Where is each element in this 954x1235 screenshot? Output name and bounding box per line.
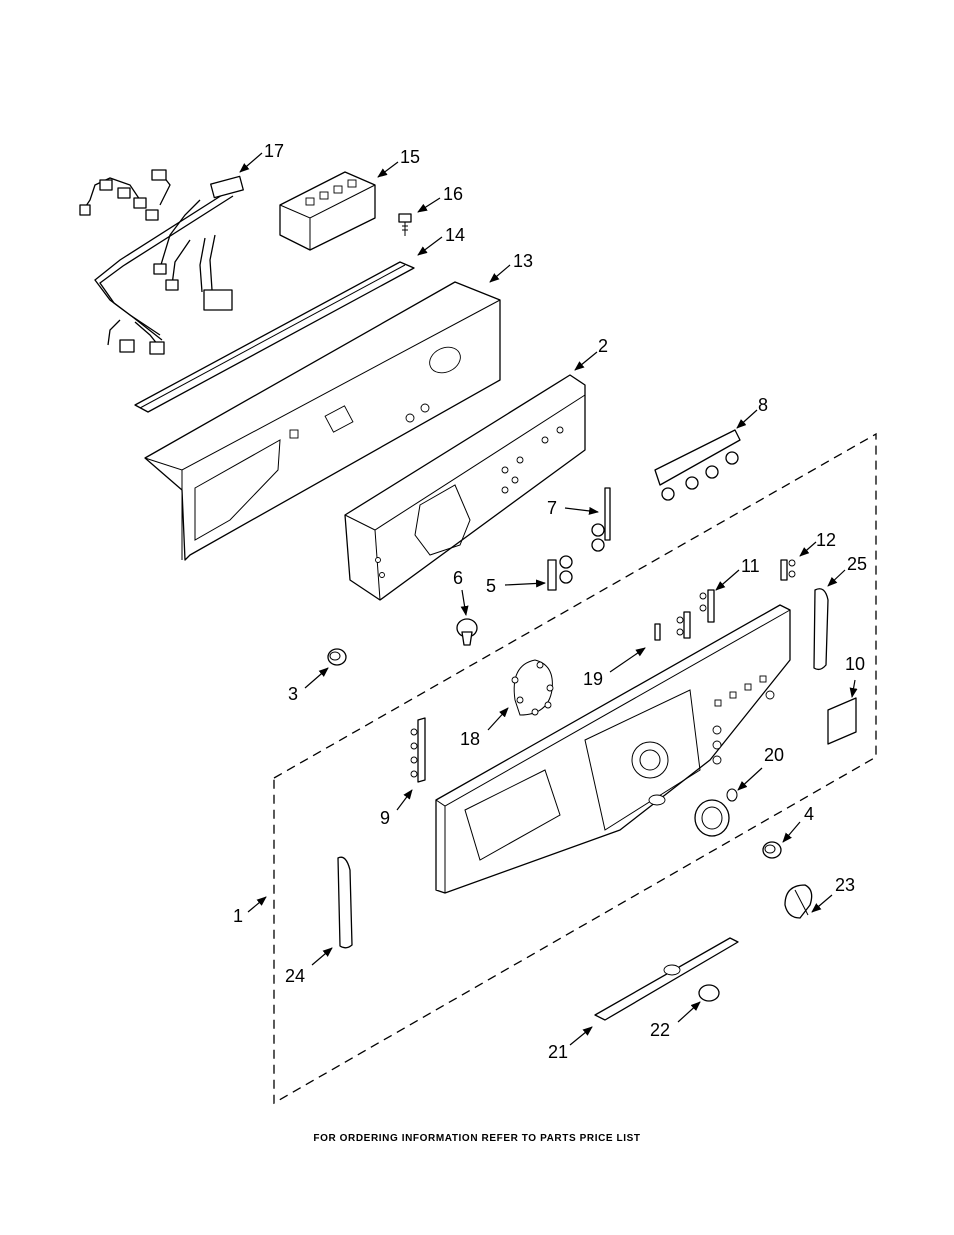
callout-23: 23 <box>835 875 855 895</box>
callout-2: 2 <box>598 336 608 356</box>
callout-6: 6 <box>453 568 463 588</box>
button-part-4 <box>762 841 782 859</box>
light-pipe-part <box>591 487 611 552</box>
callout-labels: 17 15 16 14 13 2 8 7 5 6 12 11 25 10 19 … <box>233 141 867 1062</box>
callout-9: 9 <box>380 808 390 828</box>
callout-17: 17 <box>264 141 284 161</box>
callout-21: 21 <box>548 1042 568 1062</box>
callout-4: 4 <box>804 804 814 824</box>
callout-3: 3 <box>288 684 298 704</box>
switch-pads-part <box>654 559 796 641</box>
console-panel-part <box>435 604 791 894</box>
label-part <box>827 697 857 745</box>
wire-harness-part <box>79 169 244 355</box>
callout-22: 22 <box>650 1020 670 1040</box>
knob-part <box>456 618 478 646</box>
callout-18: 18 <box>460 729 480 749</box>
control-board-part <box>279 171 376 251</box>
callout-5: 5 <box>486 576 496 596</box>
callout-20: 20 <box>764 745 784 765</box>
light-strip-part <box>410 717 426 783</box>
emblem-part <box>698 984 720 1002</box>
callout-11: 11 <box>741 556 760 576</box>
control-housing-part <box>344 374 586 601</box>
callout-7: 7 <box>547 498 557 518</box>
switch-bracket-part <box>654 429 741 501</box>
rail-strip-part <box>134 261 415 413</box>
assembly-boundary <box>273 432 877 1105</box>
indicator-part <box>547 555 573 591</box>
callout-16: 16 <box>443 184 463 204</box>
callout-25: 25 <box>847 554 867 574</box>
button-part-3 <box>327 648 347 666</box>
trim-right-part <box>813 588 829 671</box>
dial-bezel-part <box>694 788 738 837</box>
callout-15: 15 <box>400 147 420 167</box>
callout-24: 24 <box>285 966 305 986</box>
footer-note: FOR ORDERING INFORMATION REFER TO PARTS … <box>313 1133 641 1144</box>
knob-cap-part <box>784 884 813 919</box>
leader-lines <box>239 152 858 1046</box>
screw-part <box>398 213 412 236</box>
badge-strip-part <box>594 937 739 1021</box>
dial-ring-part <box>511 659 554 716</box>
callout-12: 12 <box>816 530 836 550</box>
callout-14: 14 <box>445 225 465 245</box>
console-frame-part <box>144 281 501 561</box>
callout-19: 19 <box>583 669 603 689</box>
callout-13: 13 <box>513 251 533 271</box>
trim-left-part <box>337 856 353 949</box>
callout-8: 8 <box>758 395 768 415</box>
callout-10: 10 <box>845 654 865 674</box>
callout-1: 1 <box>233 906 243 926</box>
